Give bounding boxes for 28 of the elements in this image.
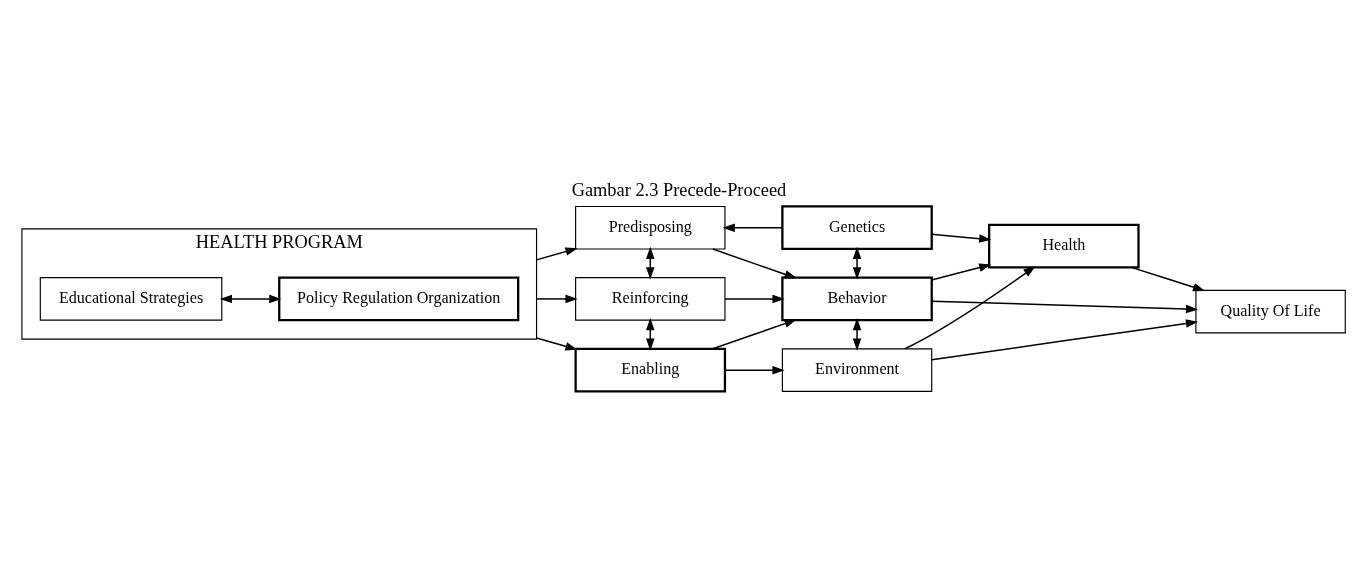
arrow (852, 246, 862, 279)
arrow (931, 262, 992, 281)
node-box: Health (988, 223, 1140, 268)
arrow (724, 294, 785, 303)
arrow (930, 318, 1199, 360)
node-box: Reinforcing (575, 276, 726, 321)
node-box: Genetics (781, 204, 933, 250)
node-box: Quality Of Life (1195, 289, 1346, 333)
node-box: Behavior (781, 276, 933, 321)
arrow (904, 265, 1036, 349)
arrow (535, 336, 578, 350)
arrow (219, 294, 282, 303)
arrow (931, 233, 992, 243)
node-box: Environment (781, 347, 933, 392)
node-box: Enabling (574, 347, 727, 393)
node-box: Predisposing (575, 205, 726, 250)
node-box: Policy Regulation Organization (278, 276, 520, 321)
arrow (930, 299, 1199, 313)
arrow (535, 246, 578, 261)
arrow (712, 319, 797, 350)
arrow (535, 294, 578, 303)
arrow (1130, 266, 1206, 291)
arrow (852, 317, 862, 351)
node-box: Educational Strategies (39, 276, 223, 321)
arrow (722, 222, 784, 232)
arrow (724, 365, 785, 374)
diagram-title: Gambar 2.3 Precede-Proceed (571, 179, 787, 200)
arrow (712, 247, 797, 278)
